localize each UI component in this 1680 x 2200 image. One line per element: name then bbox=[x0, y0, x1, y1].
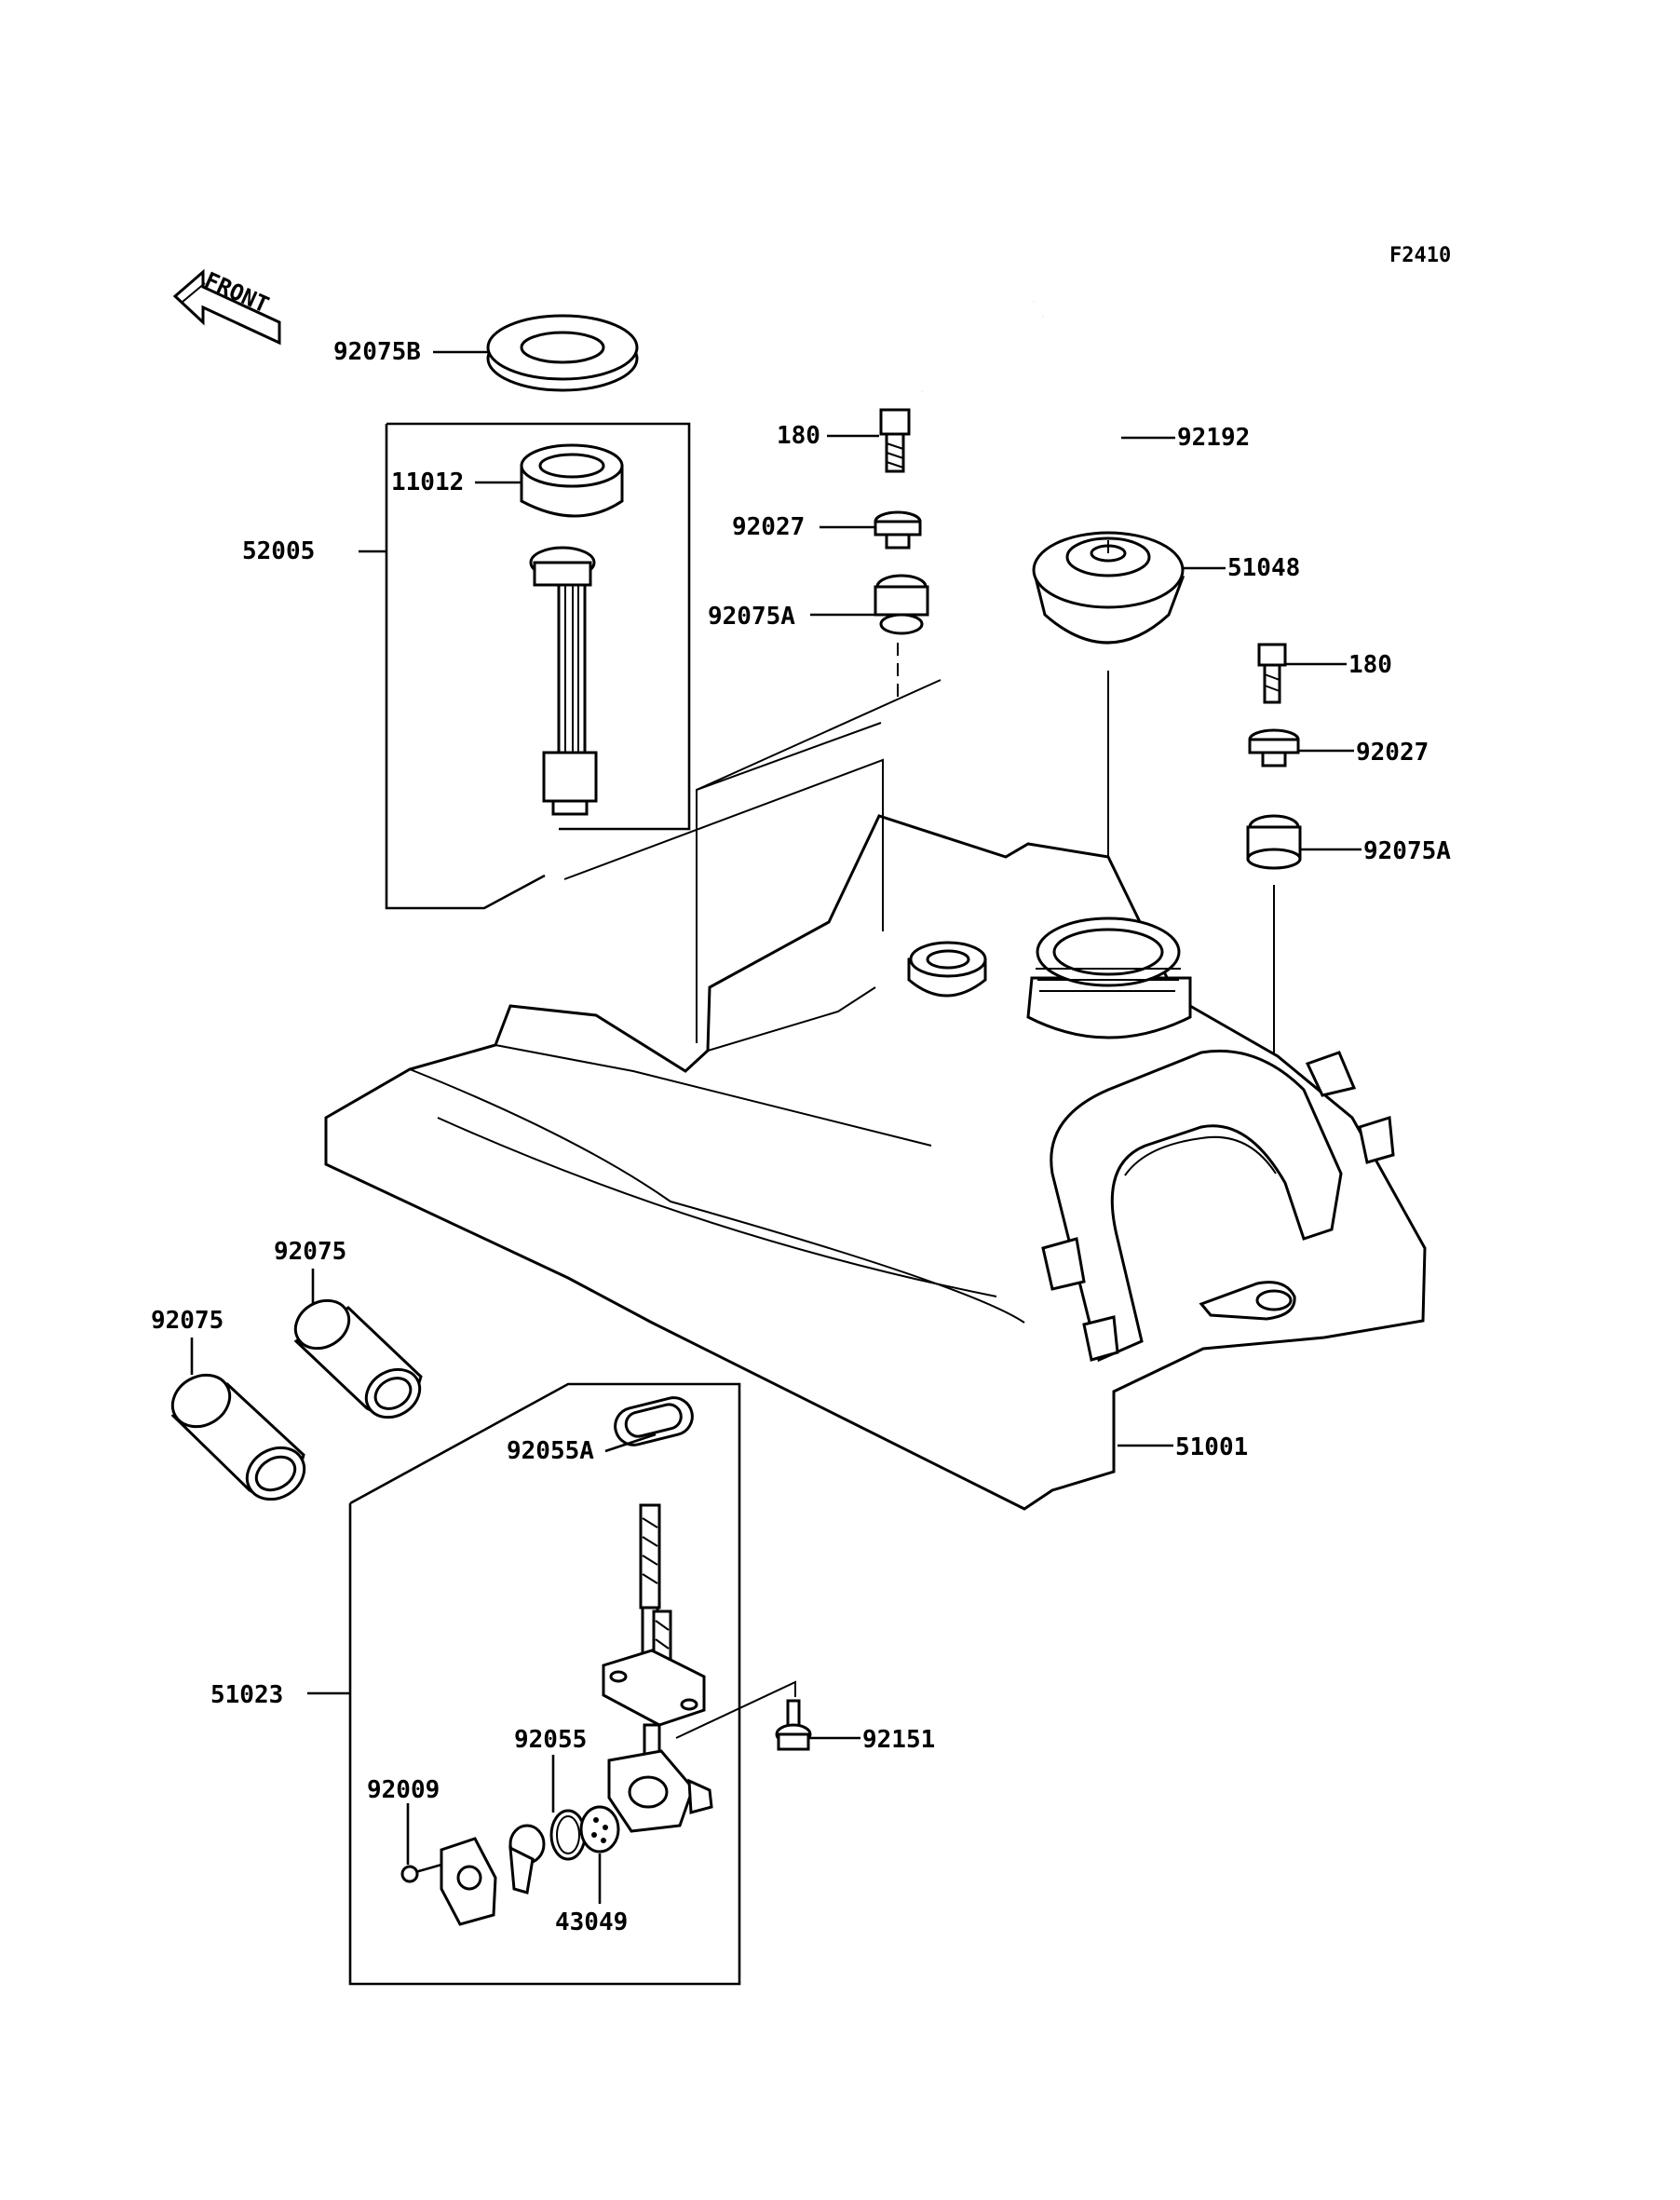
fuel-cock-icon bbox=[602, 1503, 713, 1833]
label-52005: 52005 bbox=[242, 537, 315, 565]
collar-92027-right-icon bbox=[1248, 728, 1300, 767]
packing-43049-icon bbox=[579, 1805, 620, 1854]
assembly-51023-box bbox=[348, 1382, 741, 1986]
front-arrow-icon: FRONT bbox=[172, 267, 281, 346]
gasket-92055A-icon bbox=[614, 1396, 694, 1446]
label-92009: 92009 bbox=[367, 1776, 440, 1804]
label-180-top: 180 bbox=[777, 422, 820, 450]
o-ring-92055-icon bbox=[549, 1809, 587, 1861]
label-92192: 92192 bbox=[1177, 424, 1250, 452]
label-92027-top: 92027 bbox=[732, 513, 805, 541]
screw-92009-icon bbox=[400, 1863, 442, 1883]
label-92075-lower: 92075 bbox=[151, 1307, 224, 1335]
label-51023: 51023 bbox=[210, 1681, 283, 1709]
label-51048: 51048 bbox=[1227, 554, 1300, 582]
collar-92027-top-icon bbox=[874, 510, 922, 550]
label-92075A-top: 92075A bbox=[708, 603, 795, 631]
label-92075A-right: 92075A bbox=[1363, 837, 1451, 865]
label-92075-upper: 92075 bbox=[274, 1238, 346, 1266]
label-11012: 11012 bbox=[391, 469, 464, 496]
collar-92075-upper-icon bbox=[293, 1298, 423, 1419]
bolt-180-top-icon bbox=[879, 408, 911, 473]
grommet-92075A-right-icon bbox=[1246, 814, 1302, 870]
assembly-52005-box bbox=[386, 422, 691, 831]
cover-plate-icon bbox=[440, 1837, 497, 1926]
fuel-sender-icon bbox=[529, 546, 598, 816]
grommet-92075B-icon bbox=[486, 314, 639, 392]
label-92027-right: 92027 bbox=[1356, 739, 1429, 767]
fuel-cap-51048-icon bbox=[1032, 531, 1185, 645]
label-180-right: 180 bbox=[1348, 651, 1392, 679]
grommet-92075A-top-icon bbox=[874, 574, 929, 635]
vent-tube-92192-icon bbox=[915, 280, 1126, 495]
label-92151: 92151 bbox=[862, 1726, 935, 1754]
label-92055A: 92055A bbox=[507, 1437, 594, 1465]
label-92055: 92055 bbox=[514, 1726, 587, 1754]
label-51001: 51001 bbox=[1175, 1433, 1248, 1461]
collar-92075-lower-icon bbox=[170, 1373, 306, 1501]
fuel-tank-51001-icon bbox=[324, 814, 1427, 1511]
label-92075B: 92075B bbox=[333, 338, 421, 366]
bolt-180-right-icon bbox=[1257, 643, 1287, 704]
ring-nut-11012-icon bbox=[520, 443, 624, 518]
screw-92151-icon bbox=[775, 1699, 812, 1751]
figure-code: F2410 bbox=[1389, 244, 1451, 267]
fuel-lever-icon bbox=[508, 1824, 546, 1894]
label-43049: 43049 bbox=[555, 1908, 628, 1936]
